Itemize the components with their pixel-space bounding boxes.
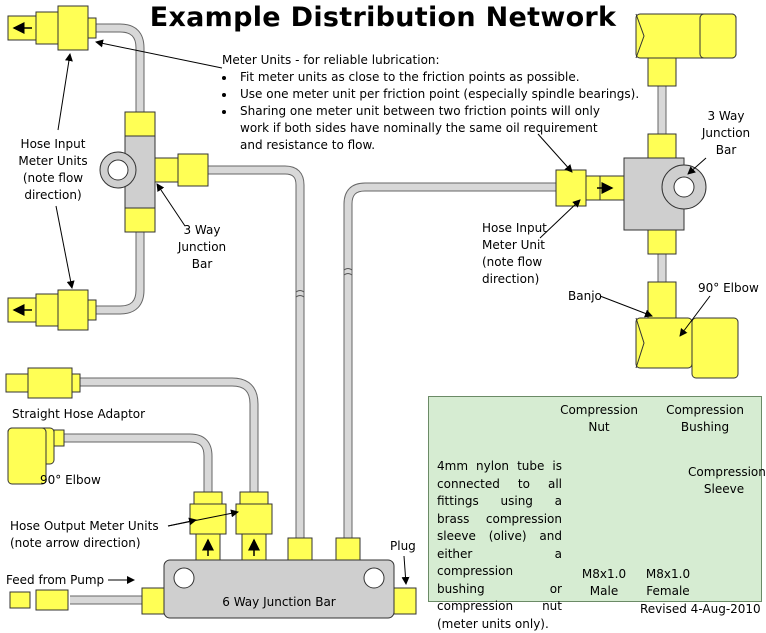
left-meter-unit-bottom [7, 289, 97, 331]
label-hose-output: Hose Output Meter Units (note arrow dire… [10, 519, 159, 550]
label-compression-bushing: Compression Bushing [666, 403, 744, 434]
label-plug: Plug [390, 539, 416, 553]
straight-hose-adaptor [5, 367, 81, 399]
label-3way-junction-left: 3 Way Junction Bar [177, 223, 227, 271]
meter-notes-heading: Meter Units - for reliable lubrication: [222, 53, 440, 67]
label-m8-female: M8x1.0 Female [645, 567, 691, 598]
right-bottom-elbow [635, 281, 739, 379]
right-top-elbow [635, 13, 737, 87]
diagram-title: Example Distribution Network [149, 2, 617, 33]
inset-description: 4mm nylon tube is connected to all fitti… [437, 459, 562, 631]
label-3way-junction-right: 3 Way Junction Bar [701, 109, 751, 157]
label-m8-male: M8x1.0 Male [581, 567, 627, 598]
feed-fittings [9, 589, 69, 611]
label-compression-nut: Compression Nut [560, 403, 638, 434]
label-straight-hose-adaptor: Straight Hose Adaptor [12, 407, 146, 421]
left-meter-unit-top [7, 5, 97, 51]
label-compression-sleeve: Compression Sleeve [688, 465, 766, 496]
meter-note-3: Sharing one meter unit between two frict… [236, 103, 615, 154]
output-meter-unit-2 [235, 491, 273, 561]
output-meter-unit-1 [189, 491, 227, 561]
label-elbow-left: 90° Elbow [40, 473, 101, 487]
label-feed: Feed from Pump [6, 573, 105, 587]
label-hose-input-right: Hose Input Meter Unit (note flow directi… [482, 221, 547, 286]
six-way-junction-bar [141, 559, 417, 619]
label-6way-junction: 6 Way Junction Bar [222, 595, 336, 609]
meter-notes: Meter Units - for reliable lubrication: … [222, 52, 642, 154]
left-3way-junction-bar [99, 111, 209, 233]
label-banjo: Banjo [568, 289, 602, 303]
fittings-inset-panel [428, 396, 762, 602]
label-elbow-right: 90° Elbow [698, 281, 759, 295]
meter-note-1: Fit meter units as close to the friction… [236, 69, 642, 86]
right-3way-junction-bar [555, 133, 707, 255]
left-elbow [7, 427, 65, 485]
label-revised: Revised 4-Aug-2010 [640, 602, 761, 616]
meter-note-2: Use one meter unit per friction point (e… [236, 86, 642, 103]
label-hose-input-left: Hose Input Meter Units (note flow direct… [18, 137, 88, 202]
